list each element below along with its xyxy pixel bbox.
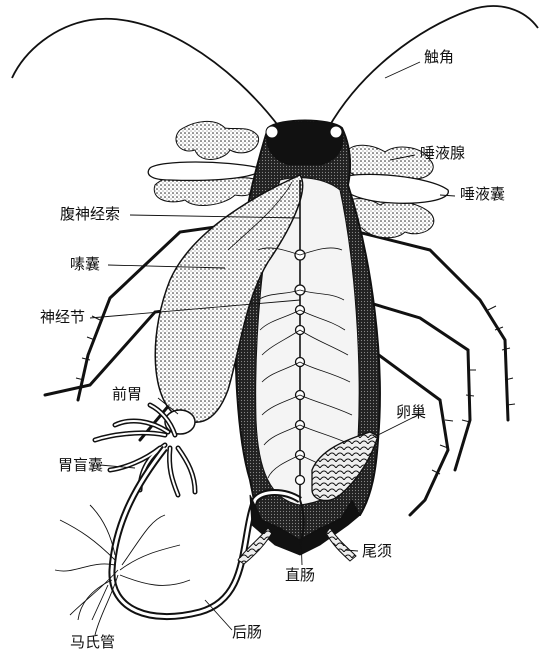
label-proventriculus: 前胃 [112,387,142,402]
label-ovary: 卵巢 [396,405,426,420]
label-salivary-gland: 唾液腺 [420,146,465,161]
label-hindgut: 后肠 [232,625,262,640]
eye-right [330,126,342,138]
antenna-left [12,19,283,132]
label-crop: 嗉囊 [70,257,100,272]
label-gastric-caeca: 胃盲囊 [58,458,103,473]
label-ventral-nerve-cord: 腹神经索 [60,207,120,222]
label-rectum: 直肠 [285,568,315,583]
label-cerci: 尾须 [362,544,392,559]
eye-left [266,126,278,138]
label-ganglion: 神经节 [40,310,85,325]
label-malpighian-tubules: 马氏管 [70,635,115,650]
label-salivary-reservoir: 唾液囊 [460,187,505,202]
label-antenna: 触角 [424,50,454,65]
antenna-right [326,6,538,132]
